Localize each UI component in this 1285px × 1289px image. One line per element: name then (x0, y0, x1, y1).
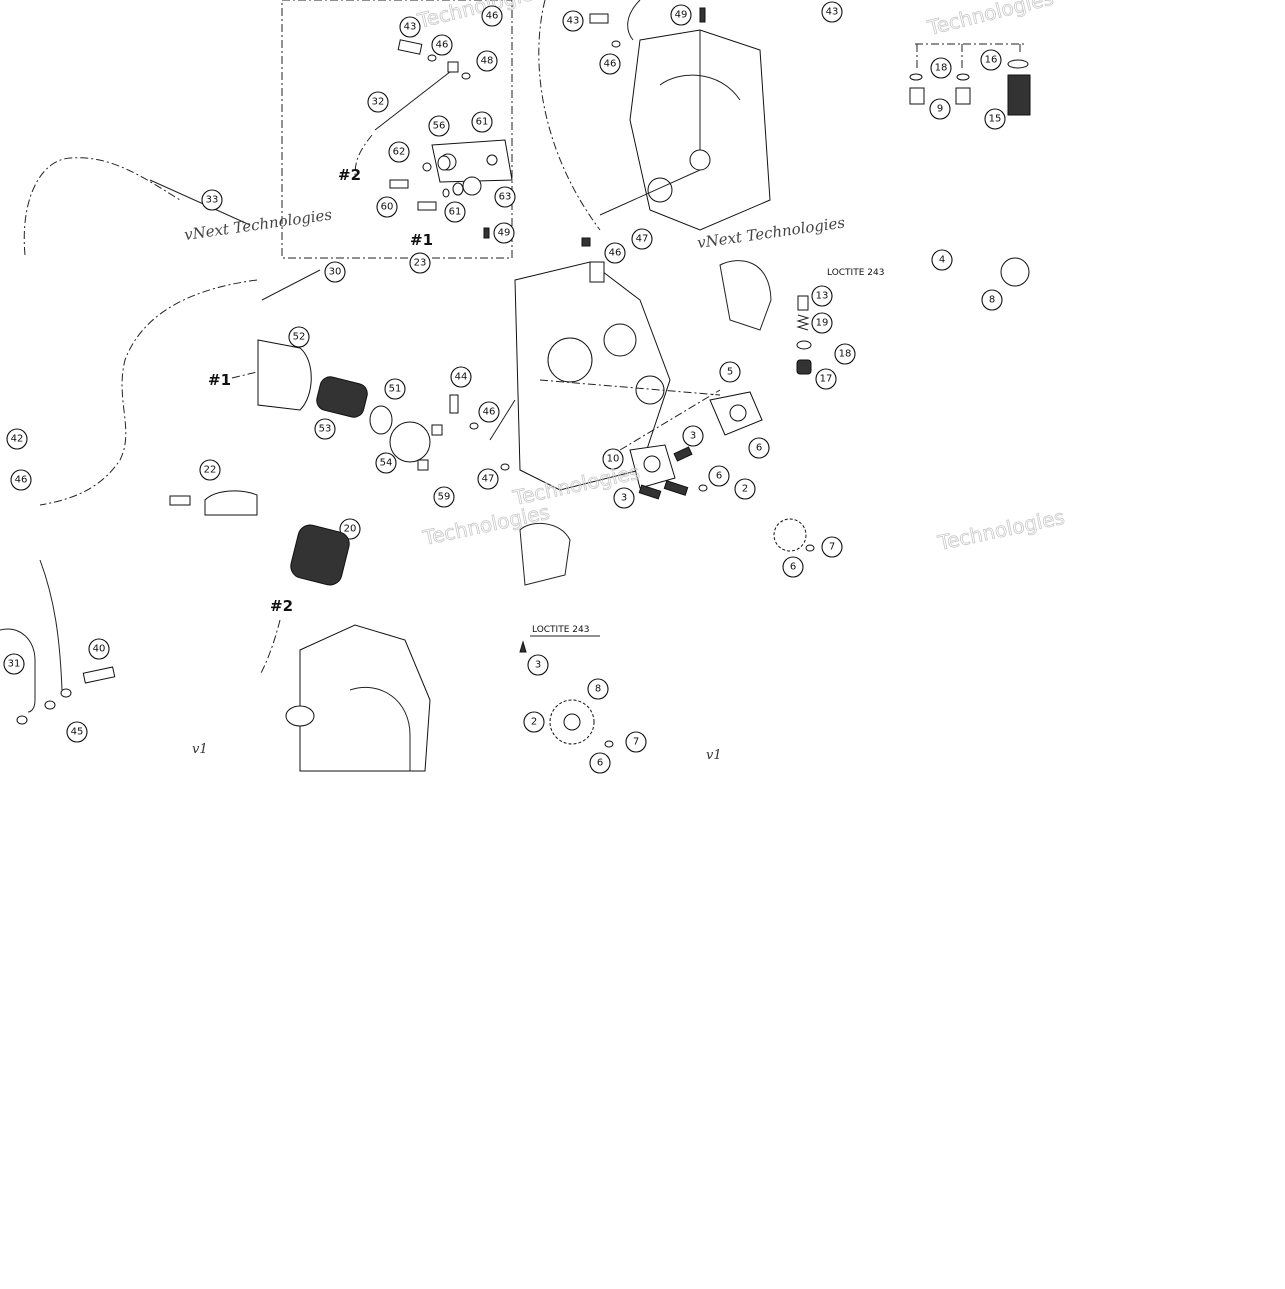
svg-text:6: 6 (716, 471, 722, 482)
svg-text:#2: #2 (270, 597, 293, 615)
svg-text:46: 46 (436, 40, 449, 51)
tile-oil-hoses: 31 45 40 v1 (0, 559, 208, 757)
svg-text:45: 45 (71, 727, 84, 738)
svg-text:23: 23 (414, 258, 427, 269)
svg-text:46: 46 (604, 59, 617, 70)
svg-text:Technologies: Technologies (924, 0, 1055, 40)
tile-oil-pump-gear: LOCTITE 243 3 8 2 7 6 v1 (519, 522, 722, 774)
tile-oil-filter: 30 23 52 53 51 54 59 44 46 47 (257, 252, 516, 508)
svg-text:10: 10 (607, 454, 620, 465)
svg-text:#1: #1 (208, 371, 231, 389)
svg-text:44: 44 (455, 372, 468, 383)
svg-text:33: 33 (206, 195, 219, 206)
svg-text:9: 9 (937, 104, 943, 115)
tile-relief-valve: 13 19 18 17 Technologies (796, 285, 1067, 555)
svg-text:16: 16 (985, 55, 998, 66)
svg-text:52: 52 (293, 332, 306, 343)
svg-text:v1: v1 (706, 748, 722, 763)
svg-text:8: 8 (989, 295, 995, 306)
svg-text:18: 18 (839, 349, 852, 360)
tile-crankcase-oil-pump: 5 3 10 6 6 3 2 Technologies (510, 260, 772, 510)
svg-text:18: 18 (935, 63, 948, 74)
watermark-vnext: vNext Technologies (183, 205, 333, 244)
svg-text:6: 6 (756, 443, 762, 454)
svg-text:53: 53 (319, 424, 332, 435)
svg-text:Technologies: Technologies (935, 505, 1067, 555)
svg-text:20: 20 (344, 524, 357, 535)
svg-text:22: 22 (204, 465, 217, 476)
svg-text:48: 48 (481, 56, 494, 67)
svg-text:46: 46 (15, 475, 28, 486)
tile-drain-plugs: 43 Technologies 16 18 9 15 LOCTITE 243 4… (821, 0, 1056, 311)
svg-text:40: 40 (93, 644, 106, 655)
svg-text:61: 61 (476, 117, 489, 128)
svg-text:47: 47 (482, 474, 495, 485)
svg-text:49: 49 (675, 10, 688, 21)
svg-text:62: 62 (393, 147, 406, 158)
svg-text:13: 13 (816, 291, 829, 302)
svg-text:51: 51 (389, 384, 402, 395)
svg-text:43: 43 (404, 22, 417, 33)
version-label: v1 (192, 742, 208, 757)
svg-text:3: 3 (690, 431, 696, 442)
svg-text:Technologies: Technologies (420, 500, 552, 550)
svg-text:31: 31 (8, 659, 21, 670)
tile-generator-cover: 20 #2 Technologies (259, 499, 552, 772)
svg-text:60: 60 (381, 202, 394, 213)
svg-text:32: 32 (372, 97, 385, 108)
svg-text:30: 30 (329, 267, 342, 278)
tile-crankcase-top: 43 49 46 46 47 vNext Technologies (538, 0, 846, 264)
loctite-note: LOCTITE 243 (827, 268, 884, 278)
reference-mark-2: #2 (338, 166, 361, 184)
svg-text:6: 6 (790, 562, 796, 573)
svg-text:17: 17 (820, 374, 833, 385)
svg-text:63: 63 (499, 192, 512, 203)
svg-text:LOCTITE 243: LOCTITE 243 (532, 625, 589, 635)
svg-text:47: 47 (636, 234, 649, 245)
svg-text:5: 5 (727, 367, 733, 378)
svg-text:56: 56 (433, 121, 446, 132)
svg-text:2: 2 (742, 484, 748, 495)
svg-text:7: 7 (633, 737, 639, 748)
svg-text:15: 15 (989, 114, 1002, 125)
svg-text:49: 49 (498, 228, 511, 239)
tile-gear-right: 7 6 (773, 518, 843, 578)
tile-oil-line-mid-left: #1 42 46 22 (6, 279, 258, 516)
svg-text:6: 6 (597, 758, 603, 769)
watermark-technologies: Technologies (414, 0, 545, 33)
svg-text:4: 4 (939, 255, 945, 266)
svg-text:19: 19 (816, 318, 829, 329)
svg-text:3: 3 (621, 493, 627, 504)
svg-text:8: 8 (595, 684, 601, 695)
svg-text:7: 7 (829, 542, 835, 553)
svg-text:54: 54 (380, 458, 393, 469)
svg-text:42: 42 (11, 434, 24, 445)
svg-text:46: 46 (483, 407, 496, 418)
callout-33: 33 (201, 189, 223, 211)
svg-text:46: 46 (609, 248, 622, 259)
tile-oil-line-top-left: 33 vNext Technologies (23, 157, 333, 256)
svg-text:59: 59 (438, 492, 451, 503)
svg-text:61: 61 (449, 207, 462, 218)
svg-text:2: 2 (531, 717, 537, 728)
svg-text:46: 46 (486, 11, 499, 22)
reference-mark-1: #1 (410, 231, 433, 249)
svg-text:3: 3 (535, 660, 541, 671)
svg-text:43: 43 (826, 7, 839, 18)
svg-text:43: 43 (567, 16, 580, 27)
